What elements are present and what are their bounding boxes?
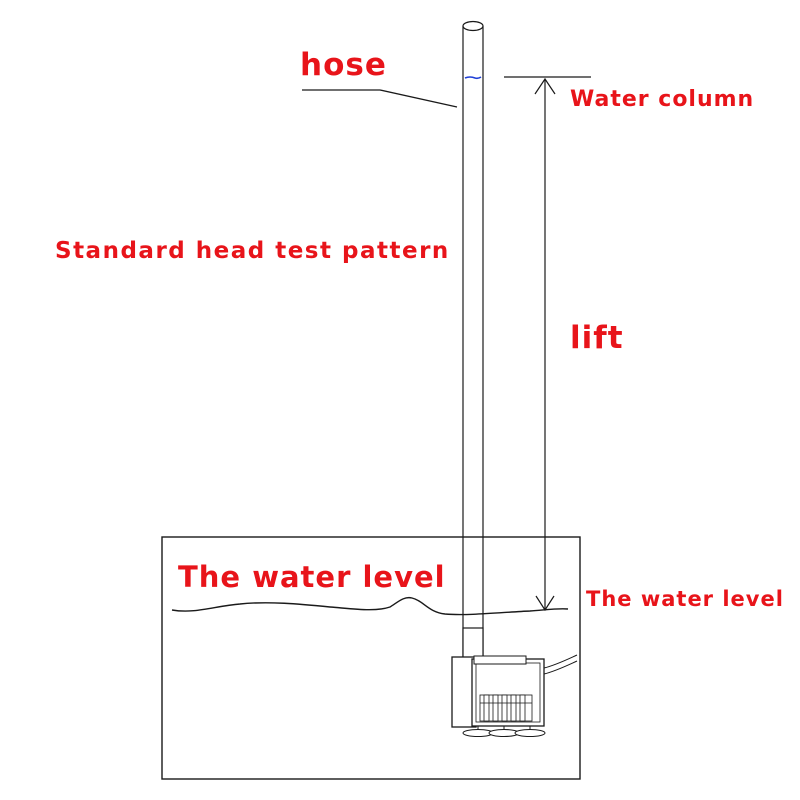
lift-arrow-head-top — [534, 77, 556, 95]
submersible-pump — [451, 627, 578, 737]
hose-top-opening — [462, 20, 484, 32]
pump-outlet-nozzle — [462, 627, 484, 659]
pump-power-cable — [543, 660, 578, 675]
water-column-label: Water column — [570, 87, 755, 112]
hose-label: hose — [300, 47, 387, 83]
pump-suction-foot — [514, 729, 546, 737]
water-level-tank-label: The water level — [178, 560, 446, 594]
pump-top-cap — [473, 655, 527, 665]
pump-intake-grill — [479, 694, 533, 722]
lift-arrow — [534, 77, 556, 612]
pump-body — [471, 658, 545, 727]
lift-label: lift — [570, 320, 624, 356]
water-level-side-label: The water level — [586, 587, 784, 611]
pump-power-cable — [543, 654, 578, 669]
water-tank — [161, 536, 581, 780]
hose-leader-line — [302, 89, 458, 108]
standard-head-test-pattern-label: Standard head test pattern — [55, 238, 450, 264]
water-surface-line — [171, 596, 569, 616]
water-column-mark — [464, 76, 482, 80]
hose-tube — [462, 20, 484, 658]
